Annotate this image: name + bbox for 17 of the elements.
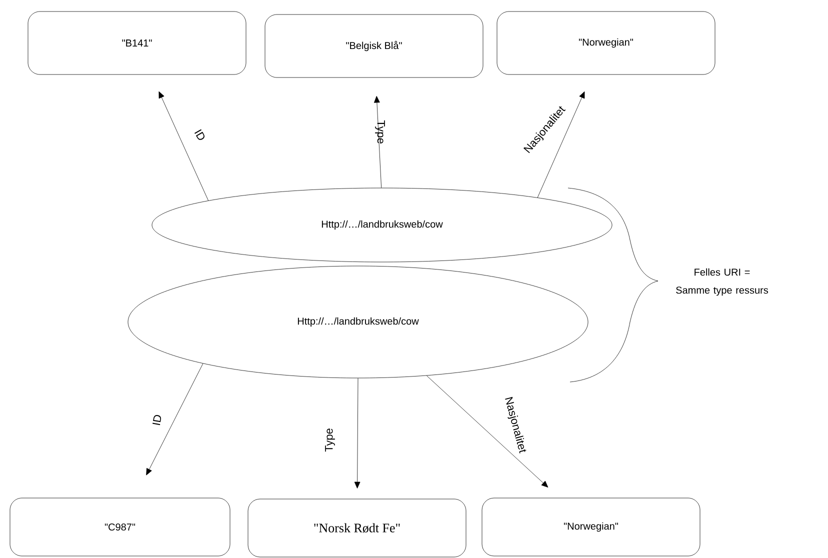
edge-label: ID xyxy=(152,415,162,426)
value-box: "Belgisk Blå" xyxy=(264,14,484,78)
value-box: "B141" xyxy=(28,11,246,75)
value-box: "Norwegian" xyxy=(496,11,716,75)
note-text: Felles URI = Samme type ressurs xyxy=(676,268,768,296)
value-box: "Norwegian" xyxy=(482,498,700,556)
edge-label: ID xyxy=(194,129,204,140)
edge-label: Type xyxy=(375,120,385,144)
arrow xyxy=(374,96,382,188)
arrow xyxy=(146,363,204,476)
arrow xyxy=(426,375,548,488)
value-box: "C987" xyxy=(10,498,230,556)
arrow xyxy=(354,378,360,488)
arrow xyxy=(158,91,209,201)
edge-label: Type xyxy=(325,428,335,452)
arrow xyxy=(537,91,585,198)
value-box: "Norsk Rødt Fe" xyxy=(248,498,466,558)
